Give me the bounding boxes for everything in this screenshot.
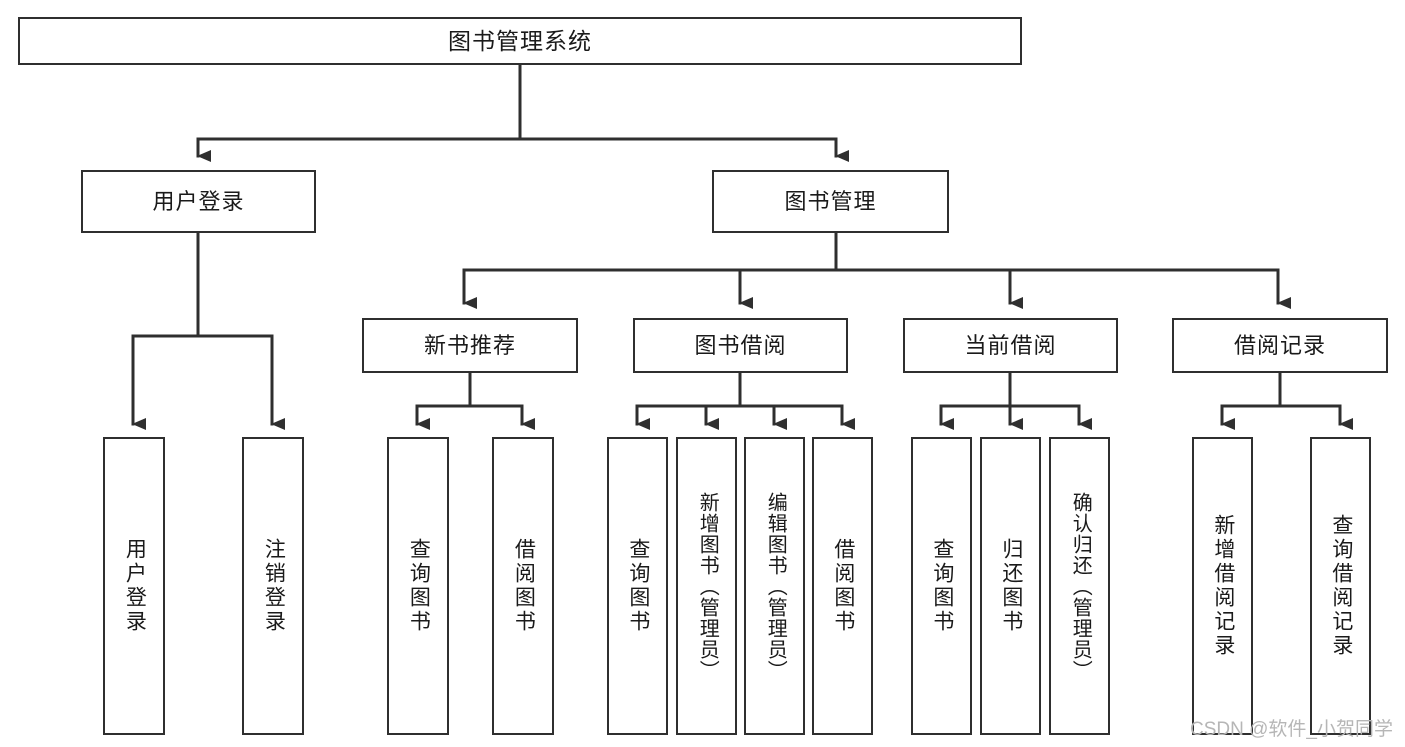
node-leaf-return-book[interactable]: 归还图书: [980, 437, 1041, 735]
node-borrow-record[interactable]: 借阅记录: [1172, 318, 1388, 373]
node-user-login[interactable]: 用户登录: [81, 170, 316, 233]
watermark-text: CSDN @软件_小贺同学: [1190, 719, 1393, 740]
node-root[interactable]: 图书管理系统: [18, 17, 1022, 65]
node-leaf-confirm-return[interactable]: 确认归还（管理员）: [1049, 437, 1110, 735]
node-leaf-query-book-2[interactable]: 查询图书: [607, 437, 668, 735]
node-leaf-add-book[interactable]: 新增图书（管理员）: [676, 437, 737, 735]
node-current-borrow[interactable]: 当前借阅: [903, 318, 1118, 373]
node-leaf-query-record[interactable]: 查询借阅记录: [1310, 437, 1371, 735]
node-leaf-borrow-book-1[interactable]: 借阅图书: [492, 437, 554, 735]
node-new-book-recommend[interactable]: 新书推荐: [362, 318, 578, 373]
node-leaf-edit-book[interactable]: 编辑图书（管理员）: [744, 437, 805, 735]
node-book-management[interactable]: 图书管理: [712, 170, 949, 233]
node-leaf-add-record[interactable]: 新增借阅记录: [1192, 437, 1253, 735]
node-book-borrow[interactable]: 图书借阅: [633, 318, 848, 373]
node-leaf-user-login[interactable]: 用户登录: [103, 437, 165, 735]
node-leaf-borrow-book-2[interactable]: 借阅图书: [812, 437, 873, 735]
node-leaf-query-book-1[interactable]: 查询图书: [387, 437, 449, 735]
node-leaf-query-book-3[interactable]: 查询图书: [911, 437, 972, 735]
node-leaf-user-logout[interactable]: 注销登录: [242, 437, 304, 735]
